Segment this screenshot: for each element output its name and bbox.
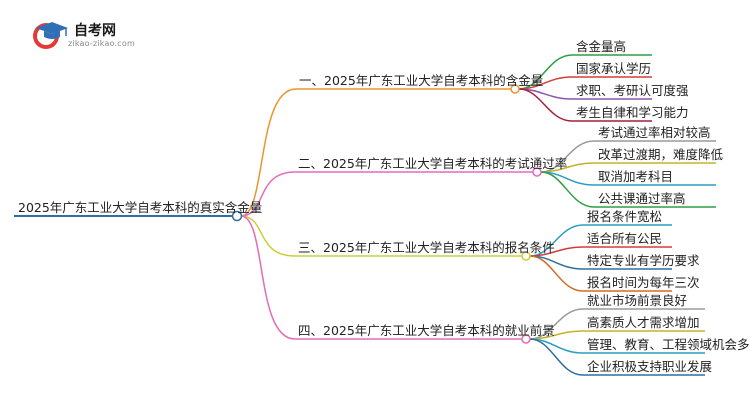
leaf-topic[interactable]: 企业积极支持职业发展	[587, 359, 713, 374]
leaf-topic[interactable]: 特定专业有学历要求	[587, 253, 700, 268]
leaf-topic[interactable]: 公共课通过率高	[598, 191, 686, 206]
leaf-topic[interactable]: 含金量高	[576, 39, 627, 54]
branch-node	[521, 251, 531, 261]
root-topic[interactable]: 2025年广东工业大学自考本科的真实含金量	[18, 200, 263, 215]
branch-node	[532, 167, 542, 177]
site-logo[interactable]: 自考网 zikao-zikao.com	[30, 18, 150, 52]
branch-connector	[240, 215, 296, 257]
branch-topic-employment[interactable]: 四、2025年广东工业大学自考本科的就业前景	[298, 323, 555, 338]
branch-topic-gold-value[interactable]: 一、2025年广东工业大学自考本科的含金量	[299, 73, 544, 88]
branch-connector	[240, 215, 296, 340]
leaf-topic[interactable]: 报名时间为每年三次	[587, 275, 700, 290]
logo-subtitle: zikao-zikao.com	[68, 39, 135, 48]
leaf-topic[interactable]: 高素质人才需求增加	[587, 315, 700, 330]
branch-node	[521, 334, 531, 344]
leaf-topic[interactable]: 国家承认学历	[576, 61, 652, 76]
graduation-cap-icon	[33, 22, 68, 49]
leaf-topic[interactable]: 考试通过率相对较高	[598, 125, 711, 140]
branch-node	[510, 84, 520, 94]
branch-connector	[240, 88, 297, 217]
leaf-topic[interactable]: 管理、教育、工程领域机会多	[587, 337, 750, 352]
leaf-topic[interactable]: 考生自律和学习能力	[576, 105, 689, 120]
leaf-topic[interactable]: 改革过渡期，难度降低	[598, 147, 724, 162]
leaf-connector	[540, 171, 595, 208]
leaf-connector	[529, 255, 584, 292]
logo-title: 自考网	[74, 23, 116, 39]
leaf-topic[interactable]: 求职、考研认可度强	[576, 83, 689, 98]
leaf-topic[interactable]: 取消加考科目	[598, 169, 674, 184]
branch-topic-pass-rate[interactable]: 二、2025年广东工业大学自考本科的考试通过率	[298, 156, 568, 171]
branch-topic-registration[interactable]: 三、2025年广东工业大学自考本科的报名条件	[298, 240, 555, 255]
leaf-connector	[518, 88, 573, 122]
branch-connector	[240, 171, 296, 217]
leaf-topic[interactable]: 报名条件宽松	[587, 209, 663, 224]
leaf-connector	[529, 338, 584, 376]
root-node	[231, 210, 243, 222]
leaf-topic[interactable]: 就业市场前景良好	[587, 293, 688, 308]
leaf-topic[interactable]: 适合所有公民	[587, 231, 663, 246]
